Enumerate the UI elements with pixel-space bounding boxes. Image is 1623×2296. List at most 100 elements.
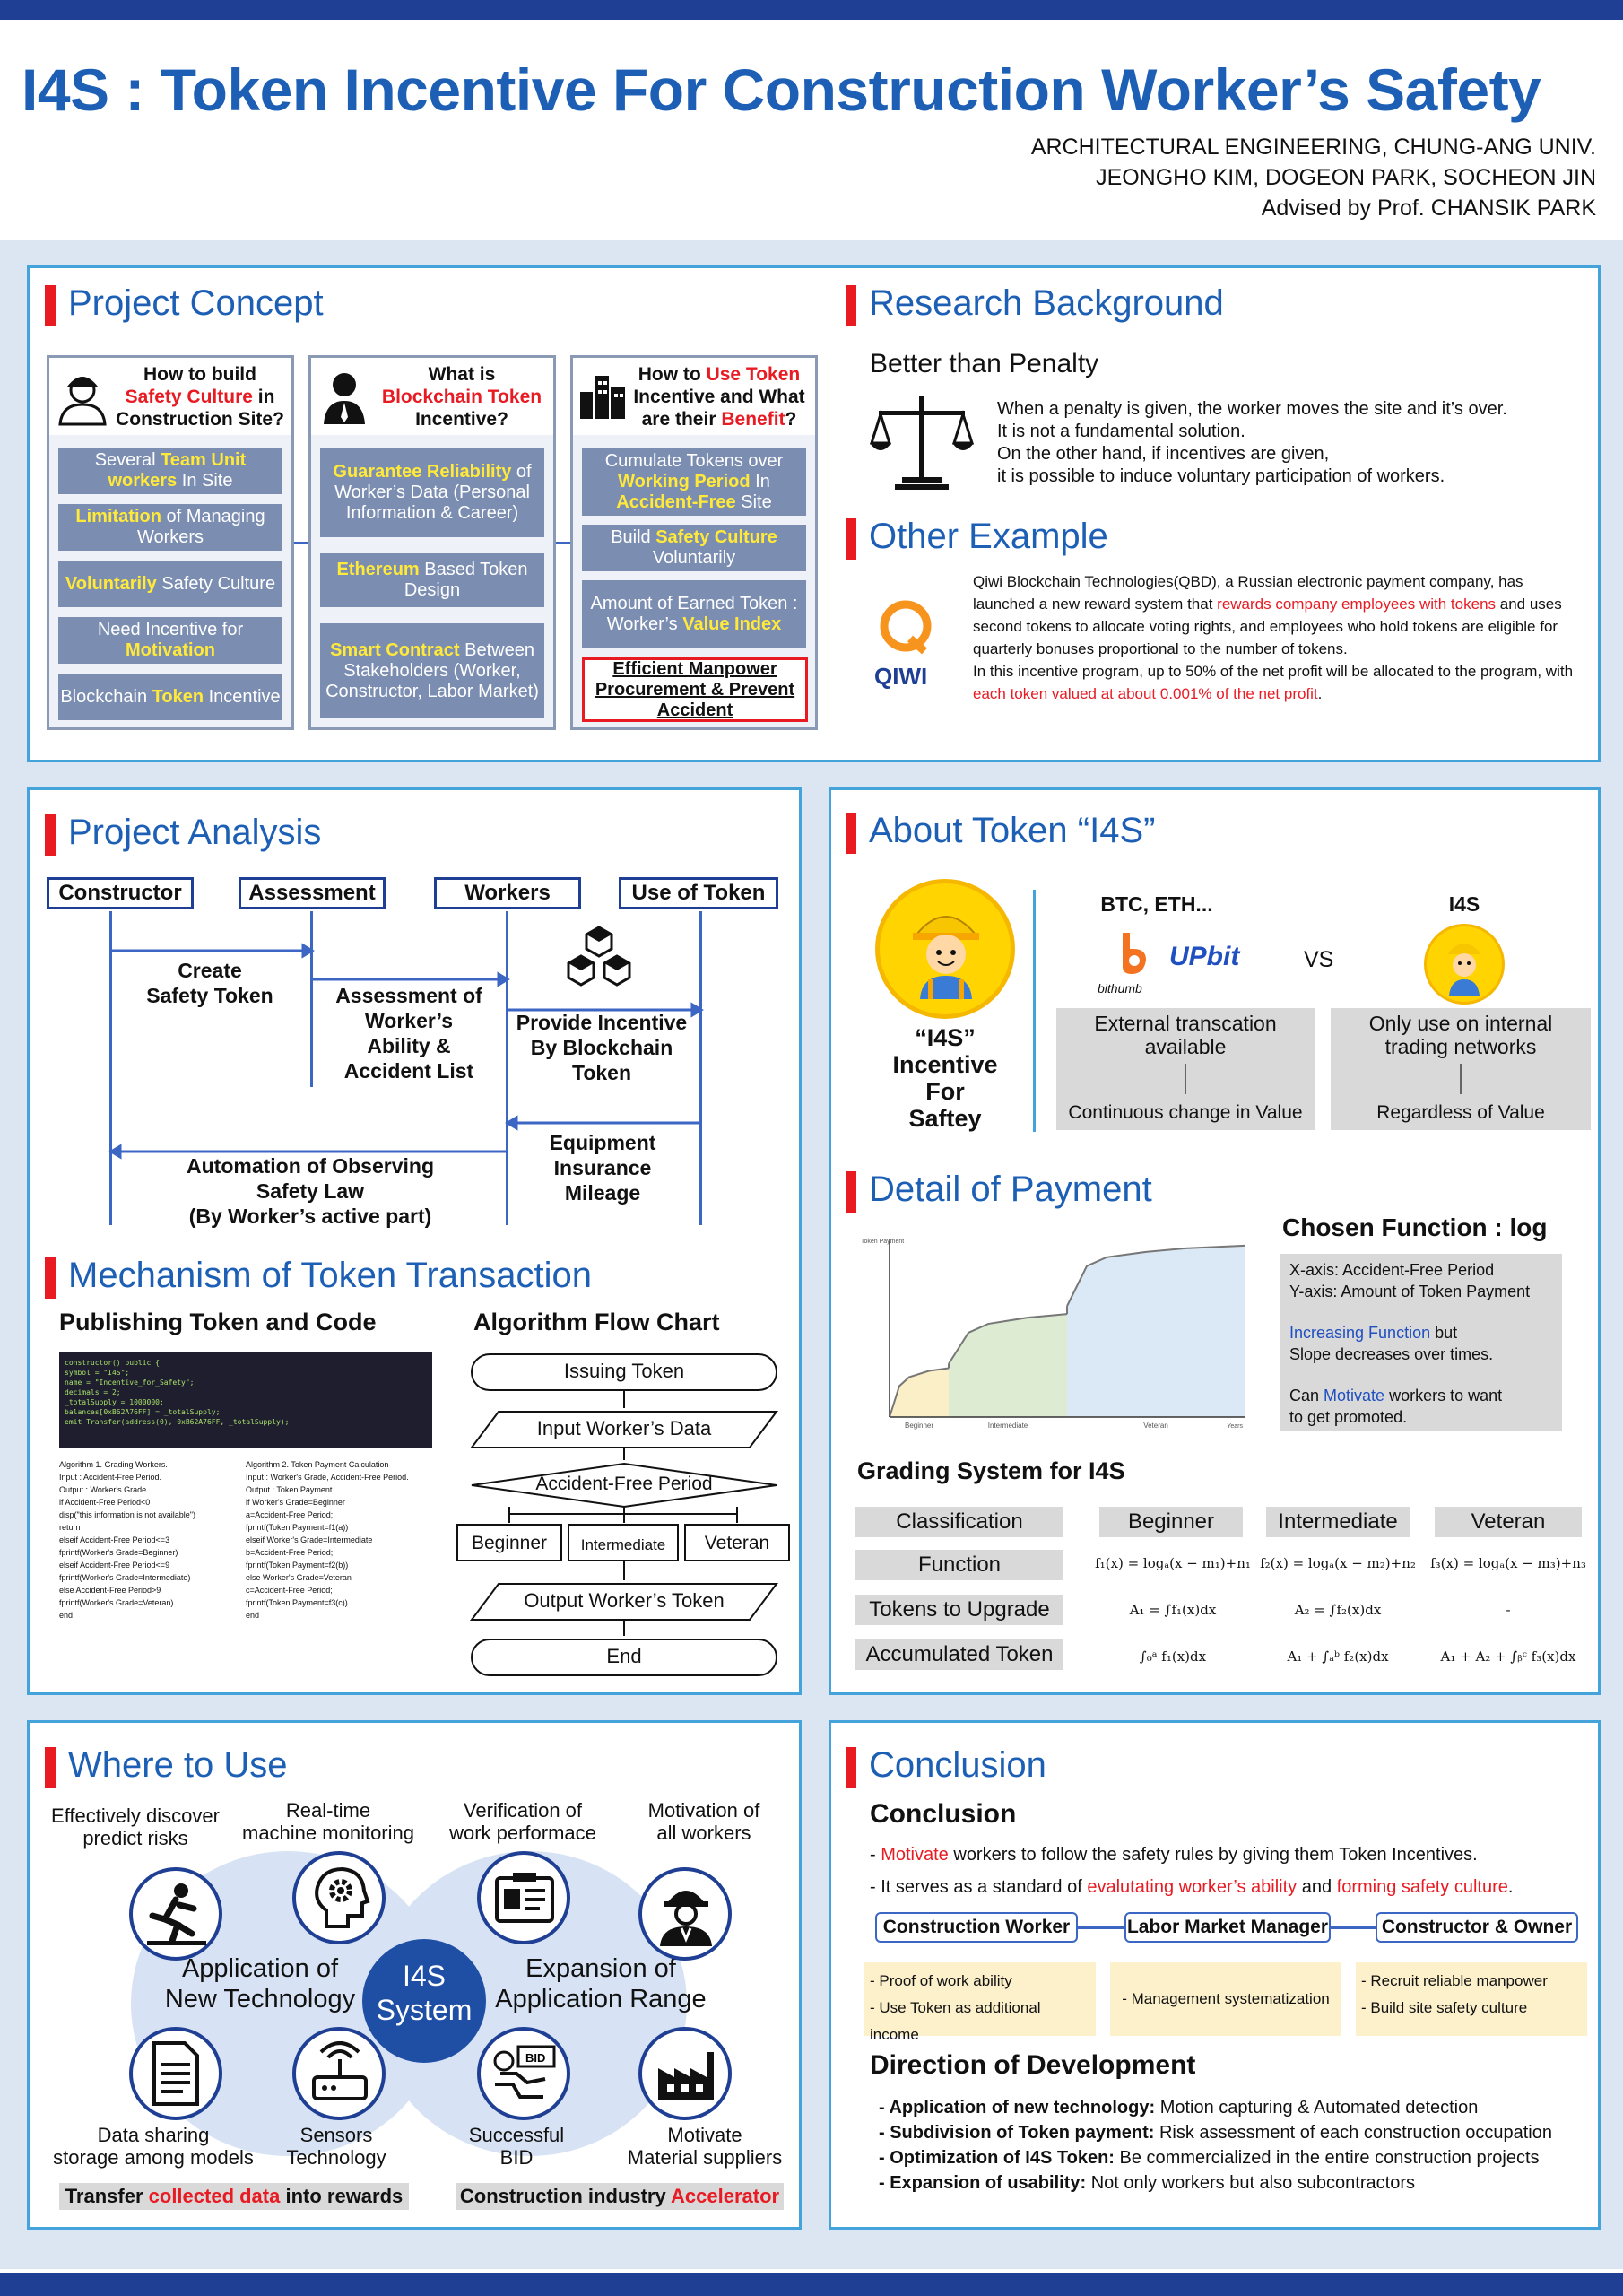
concept-item: Limitation of Managing Workers [58, 504, 282, 551]
section-title-conclusion: Conclusion [846, 1745, 1046, 1788]
conclusion-bullet-2: - It serves as a standard of evalutating… [870, 1877, 1514, 1897]
worker-face-small-icon [1447, 944, 1481, 996]
upgrade-veteran: - [1506, 1602, 1511, 1618]
flow-input-data: Input Worker’s Data [536, 1417, 712, 1439]
token-caption: “I4S” Incentive For Saftey [892, 1024, 998, 1132]
qiwi-logo-icon [880, 600, 932, 655]
function-beginner: f₁(x) = logₐ(x − m₁)+n₁ [1095, 1555, 1251, 1571]
analysis-step-assessment: Assessment of Worker’s Ability & Acciden… [335, 984, 482, 1083]
use-case-verification: Verification of work performace [449, 1799, 596, 1844]
helmet-worker-icon [660, 1891, 712, 1946]
use-case-data-sharing: Data sharing storage among models [53, 2124, 254, 2169]
series-area-intermediate [949, 1314, 1067, 1417]
continuous-change-text: Continuous change in Value [1068, 1102, 1303, 1123]
document-icon [152, 2041, 199, 2106]
role-constructor-owner: Constructor & Owner [1376, 1912, 1578, 1943]
accum-veteran: A₁ + A₂ + ∫ᵦᶜ f₃(x)dx [1440, 1648, 1576, 1665]
blockchain-cubes-icon [567, 926, 631, 987]
flow-grade-intermediate: Intermediate [580, 1536, 666, 1553]
lifeline [310, 911, 313, 1087]
concept-item: Cumulate Tokens over Working Period In A… [582, 448, 806, 516]
grading-system-title: Grading System for I4S [857, 1457, 1125, 1484]
concept-item: Ethereum Based Token Design [320, 553, 544, 607]
x-axis-label: Years [1227, 1423, 1243, 1430]
role-benefits-manager: - Management systematization [1110, 1962, 1341, 2036]
worker-icon [58, 377, 107, 426]
other-example-text: Qiwi Blockchain Technologies(QBD), a Rus… [973, 573, 1574, 702]
actor-assessment: Assessment [239, 877, 386, 909]
bottom-bar [0, 2273, 1623, 2296]
businessman-icon [324, 373, 365, 424]
analysis-step-equipment: Equipment Insurance Mileage [549, 1131, 656, 1205]
upgrade-beginner: A₁ = ∫f₁(x)dx [1129, 1602, 1217, 1618]
analysis-step-incentive: Provide Incentive By Blockchain Token [516, 1011, 688, 1084]
flow-issuing-token: Issuing Token [563, 1360, 685, 1382]
series-line-beginner [889, 1367, 950, 1418]
use-case-motivation: Motivation of all workers [647, 1799, 760, 1844]
advisor: Advised by Prof. CHANSIK PARK [1261, 196, 1596, 221]
flow-chart-shapes [456, 1353, 790, 1676]
lifeline [699, 911, 702, 1225]
conclusion-subtitle: Conclusion [870, 1799, 1017, 1829]
concept-item: Smart Contract Between Stakeholders (Wor… [320, 623, 544, 718]
flow-output-token: Output Worker’s Token [524, 1589, 725, 1612]
concept-column-3-head: How to Use Token Incentive and What are … [573, 358, 815, 435]
i4s-system-label: I4S System [376, 1960, 473, 2026]
function-info-box: X-axis: Accident-Free Period Y-axis: Amo… [1280, 1254, 1562, 1431]
concept-result: Efficient Manpower Procurement & Prevent… [582, 657, 808, 722]
upgrade-intermediate: A₂ = ∫f₂(x)dx [1294, 1602, 1382, 1618]
background-text: When a penalty is given, the worker move… [997, 399, 1507, 486]
algorithm-2: Algorithm 2. Token Payment Calculation I… [246, 1460, 409, 1620]
grade-beginner: Beginner [1099, 1507, 1243, 1537]
section-title-other-example: Other Example [846, 517, 1108, 560]
concept-column-3: How to Use Token Incentive and What are … [570, 355, 818, 730]
flow-chart-title: Algorithm Flow Chart [473, 1309, 720, 1335]
section-title-background: Research Background [846, 283, 1224, 326]
development-title: Direction of Development [870, 2050, 1196, 2080]
role-construction-worker: Construction Worker [875, 1912, 1078, 1943]
gear-head-icon [315, 1866, 370, 1928]
right-oval-label: Expansion of Application Range [495, 1954, 707, 2013]
box-divider [1185, 1064, 1186, 1094]
series-area-veteran [1067, 1245, 1245, 1417]
left-oval-label: Application of New Technology [164, 1954, 356, 2013]
series-area-beginner [890, 1368, 949, 1417]
poster-title: I4S : Token Incentive For Construction W… [22, 57, 1541, 123]
development-item: - Optimization of I4S Token: Be commerci… [879, 2148, 1540, 2168]
publishing-token-title: Publishing Token and Code [59, 1309, 377, 1335]
id-card-icon [495, 1873, 554, 1923]
concept-item: Blockchain Token Incentive [58, 674, 282, 720]
token-divider [1033, 890, 1036, 1132]
bid-icon: BID [493, 2045, 556, 2099]
section-title-payment: Detail of Payment [846, 1170, 1152, 1213]
external-transaction-text: External transcation available [1094, 1012, 1277, 1058]
concept-item: Voluntarily Safety Culture [58, 561, 282, 607]
accum-beginner: ∫₀ᵃ f₁(x)dx [1139, 1648, 1207, 1665]
concept-item: Build Safety Culture Voluntarily [582, 525, 806, 571]
role-connector [1329, 1926, 1377, 1929]
lifeline [109, 911, 112, 1225]
zone-label-beginner: Beginner [905, 1422, 933, 1430]
code-text: constructor() public { symbol = "I4S"; n… [65, 1359, 290, 1426]
falling-person-icon [147, 1883, 206, 1945]
series-line-veteran [1066, 1244, 1245, 1307]
concept-item: Several Team Unit workers In Site [58, 448, 282, 494]
section-title-where: Where to Use [45, 1745, 288, 1788]
row-classification: Classification [855, 1507, 1063, 1537]
chosen-function-title: Chosen Function : log [1282, 1213, 1548, 1241]
role-benefits-worker: - Proof of work ability- Use Token as ad… [864, 1962, 1096, 2043]
algorithm-1: Algorithm 1. Grading Workers. Input : Ac… [59, 1460, 195, 1620]
bid-sign-label: BID [525, 2051, 545, 2065]
code-block: constructor() public { symbol = "I4S"; n… [59, 1352, 432, 1448]
grade-veteran: Veteran [1435, 1507, 1582, 1537]
where-footer-left: Transfer collected data into rewards [59, 2183, 409, 2210]
risk-icon-circle [129, 1867, 222, 1961]
section-title-mechanism: Mechanism of Token Transaction [45, 1256, 592, 1299]
external-token-box: External transcation available Continuou… [1056, 1008, 1315, 1130]
box-divider [1460, 1064, 1462, 1094]
actor-constructor: Constructor [47, 877, 194, 909]
zone-label-intermediate: Intermediate [988, 1422, 1028, 1430]
use-case-bid: Successful BID [468, 2124, 565, 2169]
